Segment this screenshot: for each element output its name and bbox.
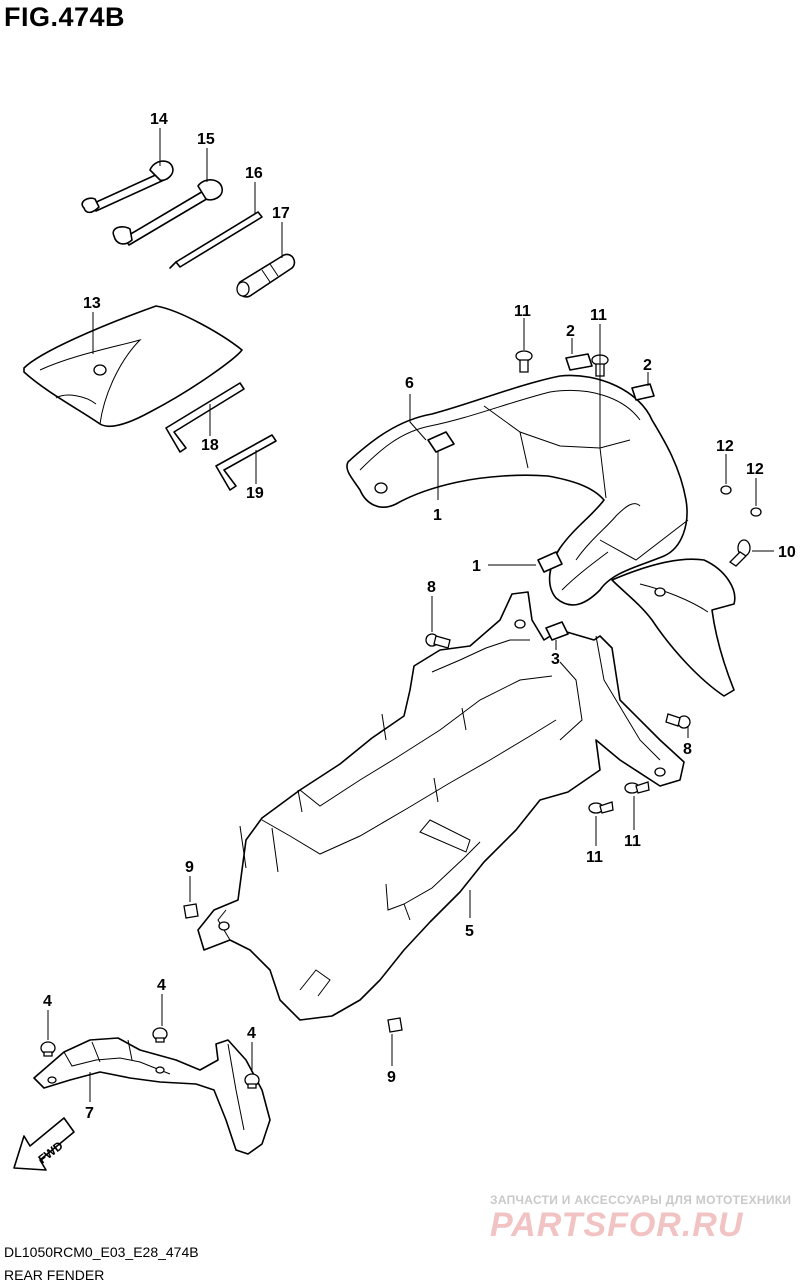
label-2-left	[565, 353, 593, 371]
screw-11-a	[515, 350, 533, 373]
callout-13: 13	[83, 295, 101, 312]
callout-4-a: 4	[43, 993, 52, 1010]
clip-9-a	[183, 903, 199, 919]
bolt-4-a	[40, 1041, 56, 1057]
screw-11-d	[624, 781, 650, 794]
front-guard-7	[33, 1037, 271, 1155]
washer-12-b	[750, 507, 762, 517]
callout-10: 10	[778, 544, 796, 561]
callout-11-c: 11	[586, 849, 603, 866]
callout-8-a: 8	[427, 579, 436, 596]
bolt-8-a	[425, 633, 451, 649]
figure-caption: REAR FENDER	[4, 1267, 105, 1283]
wrench-15	[112, 179, 223, 246]
fwd-arrow: FWD	[13, 1117, 75, 1171]
callout-8-b: 8	[683, 741, 692, 758]
callout-1-a: 1	[433, 507, 442, 524]
callout-11-a: 11	[514, 303, 531, 320]
bolt-4-b	[152, 1027, 168, 1043]
callout-labels: 14 15 16 17 13 18 19 11 11 2 2 6 1 1 12 …	[43, 111, 796, 1122]
label-1-lower	[537, 551, 563, 573]
callout-17: 17	[272, 205, 290, 222]
rear-fender-5	[197, 591, 685, 1021]
bolt-10	[728, 539, 751, 567]
screwdriver-16	[169, 211, 263, 269]
tool-bag-13	[23, 305, 243, 428]
watermark-tagline: ЗАПЧАСТИ И АКСЕССУАРЫ ДЛЯ МОТОТЕХНИКИ	[490, 1193, 792, 1207]
callout-4-b: 4	[157, 977, 166, 994]
callout-6: 6	[405, 375, 414, 392]
label-3	[545, 621, 569, 641]
hex-key-19	[215, 434, 277, 491]
callout-12-b: 12	[746, 461, 764, 478]
wrench-14	[81, 160, 174, 214]
callout-18: 18	[201, 437, 219, 454]
hex-key-18	[165, 382, 245, 453]
screwdriver-handle-17	[236, 253, 296, 298]
callout-4-c: 4	[247, 1025, 256, 1042]
callout-14: 14	[150, 111, 168, 128]
figure-code: DL1050RCM0_E03_E28_474B	[4, 1244, 199, 1260]
callout-2-a: 2	[566, 323, 575, 340]
bolt-8-b	[665, 713, 691, 729]
callout-1-b: 1	[472, 558, 481, 575]
callout-11-b: 11	[590, 307, 607, 324]
callout-11-d: 11	[624, 833, 641, 850]
label-2-right	[631, 383, 655, 401]
watermark-logo: PARTSFOR.RU	[490, 1206, 744, 1244]
callout-15: 15	[197, 131, 215, 148]
figure-title: FIG.474B	[4, 2, 126, 32]
label-1-upper	[427, 431, 455, 453]
callout-16: 16	[245, 165, 263, 182]
callout-19: 19	[246, 485, 264, 502]
callout-3: 3	[551, 651, 560, 668]
callout-5: 5	[465, 923, 474, 940]
bolt-4-c	[244, 1073, 260, 1089]
screw-11-c	[588, 801, 614, 814]
callout-2-b: 2	[643, 357, 652, 374]
washer-12-a	[720, 485, 732, 495]
clip-9-b	[387, 1017, 403, 1033]
upper-fender-6	[346, 374, 689, 606]
callout-7: 7	[85, 1105, 94, 1122]
leader-lines	[47, 128, 774, 1102]
tail-bracket	[611, 558, 736, 697]
callout-9-a: 9	[185, 859, 194, 876]
callout-9-b: 9	[387, 1069, 396, 1086]
callout-12-a: 12	[716, 438, 734, 455]
